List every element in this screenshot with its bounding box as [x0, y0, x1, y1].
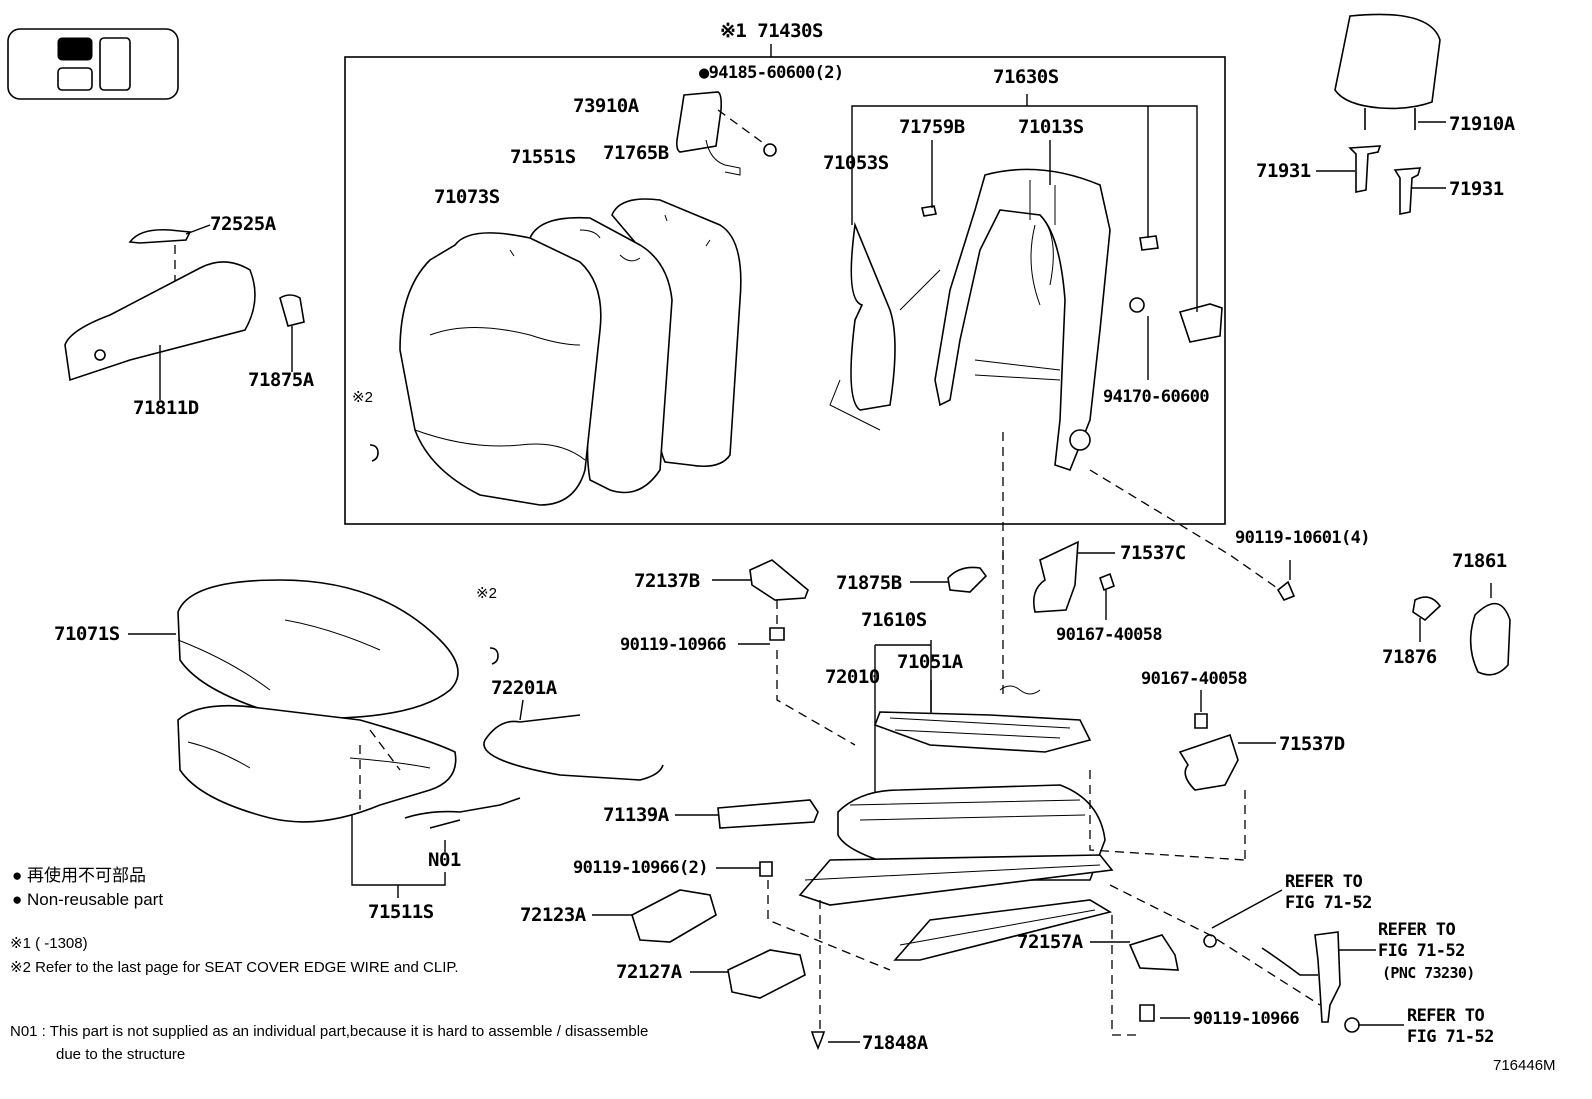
part-71139a: 71139A	[603, 804, 669, 826]
cover-71139a	[717, 799, 819, 829]
part-71765b: 71765B	[603, 142, 669, 164]
part-71551s: 71551S	[510, 146, 576, 168]
part-90119-10601: 90119-10601(4)	[1235, 528, 1370, 548]
seatback-frame-71630s	[934, 168, 1111, 471]
part-71910a: 71910A	[1449, 113, 1515, 135]
part-71848a: 71848A	[862, 1032, 928, 1054]
edge-wire-72201a	[483, 720, 664, 781]
lumbar-support-71053s	[829, 221, 941, 431]
footnote-n01: N01 : This part is not supplied as an in…	[10, 1023, 649, 1040]
part-94170-60600: 94170-60600	[1103, 387, 1210, 407]
part-71013s: 71013S	[1018, 116, 1084, 138]
recliner-cap-71875a	[279, 294, 305, 327]
assembly-label-71430s: ※1 71430S	[720, 20, 823, 42]
legend-non-reusable: ● Non-reusable part	[12, 890, 164, 909]
headrest-guide-71931-left	[1348, 145, 1382, 193]
part-72157a: 72157A	[1017, 931, 1083, 953]
part-71071s: 71071S	[54, 623, 120, 645]
cover-72127a	[727, 949, 806, 999]
part-71630s: 71630S	[993, 66, 1059, 88]
part-71053s: 71053S	[823, 152, 889, 174]
part-72525a: 72525A	[210, 213, 276, 235]
part-72137b: 72137B	[634, 570, 700, 592]
recliner-cover-71811d	[64, 261, 256, 382]
ref-2-line1: REFER TO	[1378, 920, 1456, 940]
part-94185-60600: ●94185-60600(2)	[699, 63, 844, 83]
part-71931-left: 71931	[1256, 160, 1311, 182]
seatback-assembly-box	[344, 56, 1226, 525]
part-72123a: 72123A	[520, 904, 586, 926]
mark-2-upper: ※2	[352, 389, 373, 406]
part-90119-10966-lower: 90119-10966	[1193, 1009, 1300, 1029]
seat-cushion-pad-71511s	[177, 704, 457, 823]
part-71610s: 71610S	[861, 609, 927, 631]
part-71861: 71861	[1452, 550, 1507, 572]
ref-2-line2: FIG 71-52	[1378, 941, 1465, 961]
cover-72137b	[749, 559, 809, 601]
seat-spring-71051a	[873, 685, 1092, 753]
seat-cushion-cover-71071s	[177, 579, 459, 719]
ref-3-line1: REFER TO	[1407, 1006, 1485, 1026]
seatback-pad-71551s	[529, 216, 673, 494]
footnote-2: ※2 Refer to the last page for SEAT COVER…	[10, 959, 459, 976]
part-71811d: 71811D	[133, 397, 199, 419]
part-72201a: 72201A	[491, 677, 557, 699]
mark-2-lower: ※2	[476, 585, 497, 602]
part-71875a: 71875A	[248, 369, 314, 391]
part-71875b: 71875B	[836, 572, 902, 594]
cover-clip-72525a	[128, 228, 192, 244]
part-71537d: 71537D	[1279, 733, 1345, 755]
ref-1-line2: FIG 71-52	[1285, 893, 1372, 913]
recliner-knob-71861	[1469, 602, 1511, 676]
part-72010: 72010	[825, 666, 880, 688]
seat-adjuster-rails	[798, 854, 1114, 961]
part-71759b: 71759B	[899, 116, 965, 138]
headrest-71910a	[1334, 13, 1441, 130]
footnote-n01-cont: due to the structure	[56, 1046, 186, 1063]
part-71511s: 71511S	[368, 901, 434, 923]
part-71073s: 71073S	[434, 186, 500, 208]
bracket-71537d	[1178, 733, 1239, 791]
ref-3-line2: FIG 71-52	[1407, 1027, 1494, 1047]
legend-japanese: ● 再使用不可部品	[12, 866, 146, 885]
part-90167-40058-lower: 90167-40058	[1141, 669, 1248, 689]
footnote-1: ※1 ( -1308)	[10, 935, 88, 952]
part-71051a: 71051A	[897, 651, 963, 673]
part-72127a: 72127A	[616, 961, 682, 983]
cover-71875b	[947, 566, 988, 593]
cover-72157a	[1128, 934, 1179, 971]
diagram-id: 716446M	[1493, 1057, 1556, 1074]
airbag-module-73910a	[676, 91, 741, 176]
part-90167-40058-upper: 90167-40058	[1056, 625, 1163, 645]
part-71931-right: 71931	[1449, 178, 1504, 200]
part-90119-10966-upper: 90119-10966	[620, 635, 727, 655]
headrest-guide-71931-right	[1393, 167, 1422, 215]
ref-2-line3: (PNC 73230)	[1382, 964, 1475, 982]
seat-position-icon	[7, 28, 179, 100]
part-71537c: 71537C	[1120, 542, 1186, 564]
seatback-cover-71073s	[399, 232, 602, 506]
ref-1-line1: REFER TO	[1285, 872, 1363, 892]
part-90119-10966-2: 90119-10966(2)	[573, 858, 708, 878]
cover-72123a	[631, 889, 717, 943]
part-n01: N01	[428, 849, 461, 871]
bracket-71537c	[1032, 540, 1079, 613]
cap-71876	[1412, 596, 1442, 622]
part-73910a: 73910A	[573, 95, 639, 117]
part-71876: 71876	[1382, 646, 1437, 668]
seat-belt-buckle	[1314, 931, 1341, 1023]
